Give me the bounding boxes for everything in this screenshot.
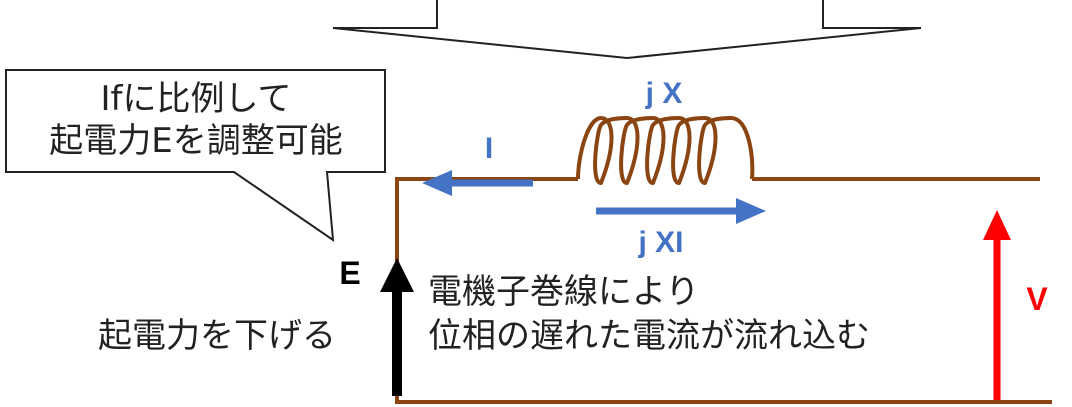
- input-arrow-shape: [332, 0, 922, 60]
- emf-arrow-head: [380, 258, 414, 292]
- inductor-coil: [576, 116, 755, 185]
- lagging-current-note-line2: 位相の遅れた電流が流れ込む: [428, 316, 870, 356]
- reactance-label: j X: [645, 77, 683, 110]
- current-label: I: [485, 132, 493, 165]
- callout-line2: 起電力Eを調整可能: [49, 121, 342, 161]
- current-arrow-head: [422, 170, 452, 196]
- emf-label: E: [339, 255, 360, 291]
- terminal-voltage-arrow-head: [983, 210, 1011, 240]
- callout-bubble: [5, 69, 386, 243]
- voltage-drop-label: j XI: [637, 226, 683, 259]
- terminal-voltage-label: V: [1026, 281, 1048, 317]
- lagging-current-note-line1: 電機子巻線により: [428, 272, 699, 312]
- callout-line1: Ifに比例して: [101, 79, 292, 119]
- voltage-drop-arrow-head: [736, 198, 766, 224]
- lower-emf-note: 起電力を下げる: [98, 316, 336, 356]
